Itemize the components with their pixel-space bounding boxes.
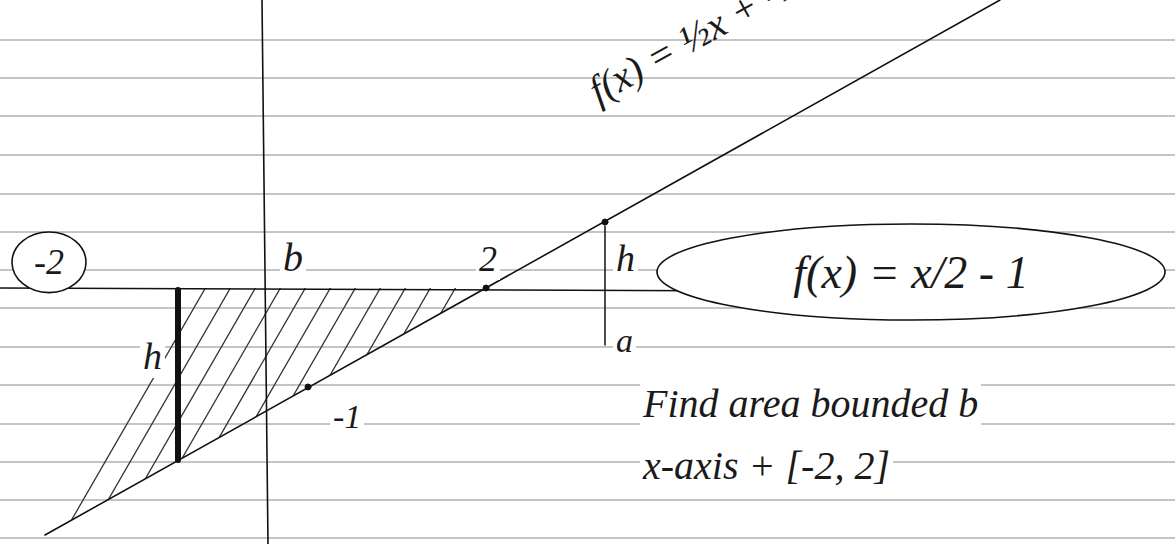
handwritten-label: a [613,322,636,359]
ruled-lines [0,40,1175,538]
point-dot [305,384,311,390]
handwritten-label: -1 [330,398,364,435]
note-text: -2 [34,241,64,283]
circled-note: -2 [10,230,88,295]
note-text: f(x) = x/2 - 1 [793,246,1028,299]
handwritten-label: b [280,236,306,280]
handwritten-label: f(x) = ½x + -1 [579,0,807,114]
handwritten-label: h [140,336,165,378]
y-axis [262,0,268,544]
handwritten-label: x-axis + [-2, 2] [640,444,893,488]
height-line [604,226,606,345]
circled-note: f(x) = x/2 - 1 [655,222,1167,322]
handwritten-label: h [613,238,638,280]
height-bar [175,290,181,460]
point-dot [602,219,608,225]
handwritten-label: 2 [476,240,500,280]
hatching [60,280,460,540]
intercept-dot [483,285,489,291]
axes-and-line [0,0,1040,544]
handwritten-label: Find area bounded b [640,382,981,426]
